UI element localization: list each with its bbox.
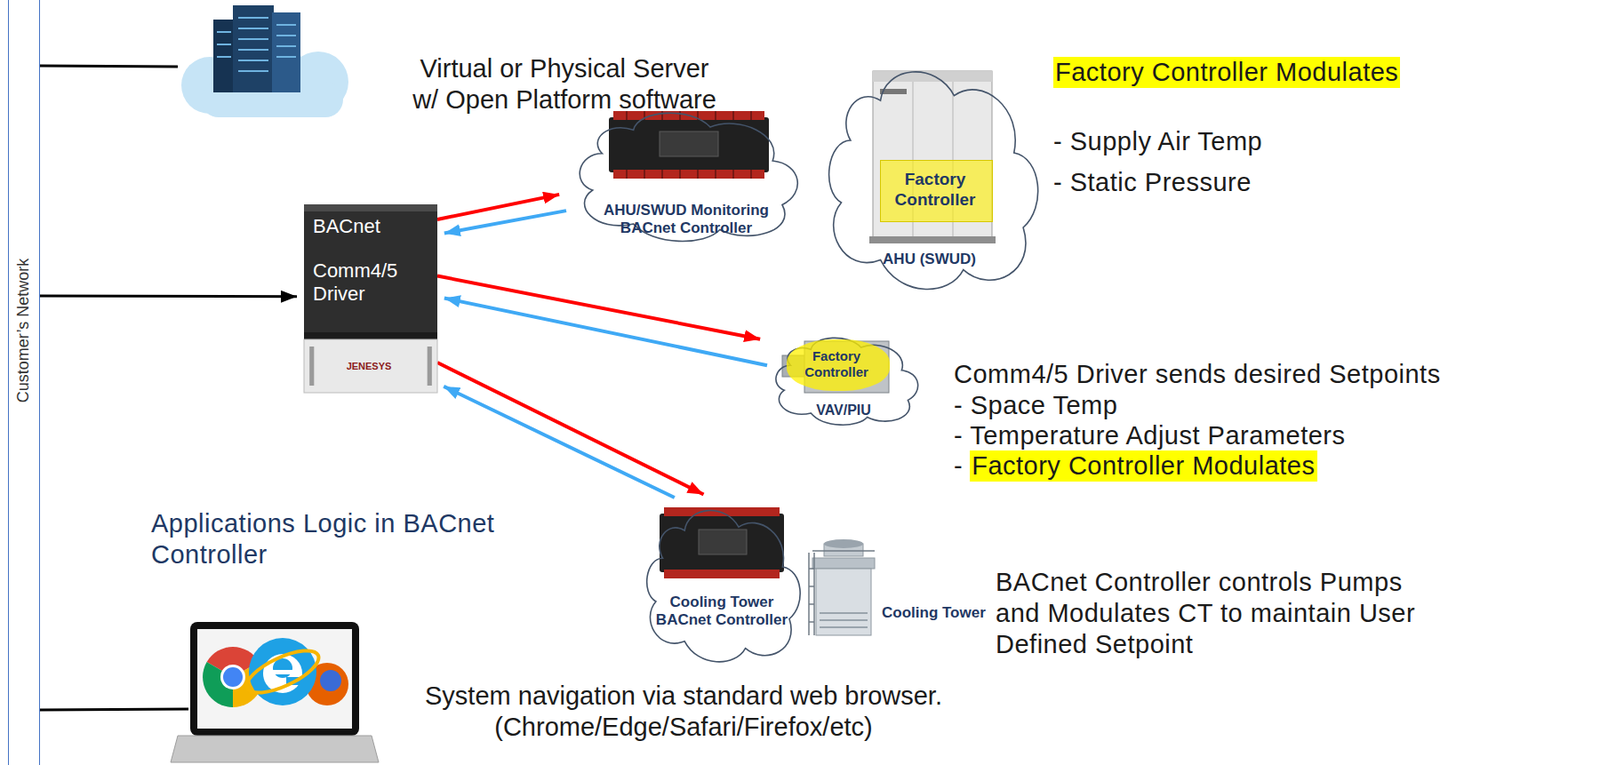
note-text: - Space Temp bbox=[953, 390, 1118, 422]
factory-controller: Factory Controller bbox=[786, 339, 890, 392]
controller-caption: Factory Controller bbox=[786, 348, 887, 381]
signal-arrow bbox=[444, 298, 768, 367]
controller-picture bbox=[659, 507, 784, 579]
band-title: Customer’s Network bbox=[14, 258, 34, 403]
signal-arrow bbox=[443, 386, 675, 498]
network-link bbox=[40, 709, 189, 711]
note-text: BACnet Controller controls Pumps and Mod… bbox=[995, 567, 1434, 660]
vav-cloud: VAV/PIU Factory Controller bbox=[767, 330, 924, 431]
controller-picture bbox=[608, 111, 769, 179]
ahu-cabinet bbox=[869, 71, 996, 244]
note-text: - Supply Air Temp bbox=[1053, 126, 1263, 158]
ahu-cloud: AHU (SWUD) Factory Controller bbox=[816, 53, 1047, 303]
driver-device: BACnetComm4/5 DriverJENESYS bbox=[304, 204, 438, 393]
cloud-outline bbox=[637, 497, 807, 672]
note-text: - Static Pressure bbox=[1053, 167, 1252, 199]
note-text: Comm4/5 Driver sends desired Setpoints bbox=[953, 359, 1441, 391]
cloud-caption: Cooling Tower BACnet Controller bbox=[646, 593, 798, 631]
cloud-caption: AHU (SWUD) bbox=[816, 250, 1043, 269]
controller-cloud: AHU/SWUD Monitoring BACnet Controller bbox=[566, 102, 807, 249]
laptop-caption: System navigation via standard web brows… bbox=[408, 680, 960, 744]
cooling-tower: Cooling Tower bbox=[804, 533, 996, 645]
server-icon bbox=[181, 5, 349, 118]
browser-laptop: System navigation via standard web brows… bbox=[188, 620, 971, 765]
cloud-caption: AHU/SWUD Monitoring BACnet Controller bbox=[597, 201, 776, 239]
factory-controller: Factory Controller bbox=[880, 160, 993, 223]
logic-note: Applications Logic in BACnet Controller bbox=[151, 508, 534, 571]
network-band: Customer’s Network bbox=[8, 0, 40, 765]
controller-caption: Factory Controller bbox=[880, 169, 990, 211]
server-caption: Virtual or Physical Server w/ Open Platf… bbox=[377, 53, 752, 116]
cloud-caption: VAV/PIU bbox=[767, 401, 920, 419]
laptop-icon bbox=[170, 622, 379, 763]
signal-arrow bbox=[444, 210, 567, 233]
server-node: Virtual or Physical Server w/ Open Platf… bbox=[177, 0, 783, 120]
controller-cloud: Cooling Tower BACnet Controller bbox=[637, 497, 807, 672]
bullet-dash: - bbox=[953, 450, 963, 482]
note-text: - Temperature Adjust Parameters bbox=[953, 420, 1346, 452]
highlight-note: Factory Controller Modulates bbox=[1053, 56, 1400, 88]
tower-caption: Cooling Tower bbox=[881, 604, 986, 623]
brand-logo: JENESYS bbox=[304, 360, 434, 373]
signal-arrow bbox=[40, 294, 297, 298]
cooling-tower-picture bbox=[808, 539, 875, 636]
device-label: Comm4/5 Driver bbox=[312, 259, 429, 307]
highlight-note: Factory Controller Modulates bbox=[969, 450, 1317, 482]
network-link bbox=[40, 64, 178, 69]
device-label: BACnet bbox=[312, 215, 429, 239]
signal-arrow bbox=[437, 362, 704, 495]
